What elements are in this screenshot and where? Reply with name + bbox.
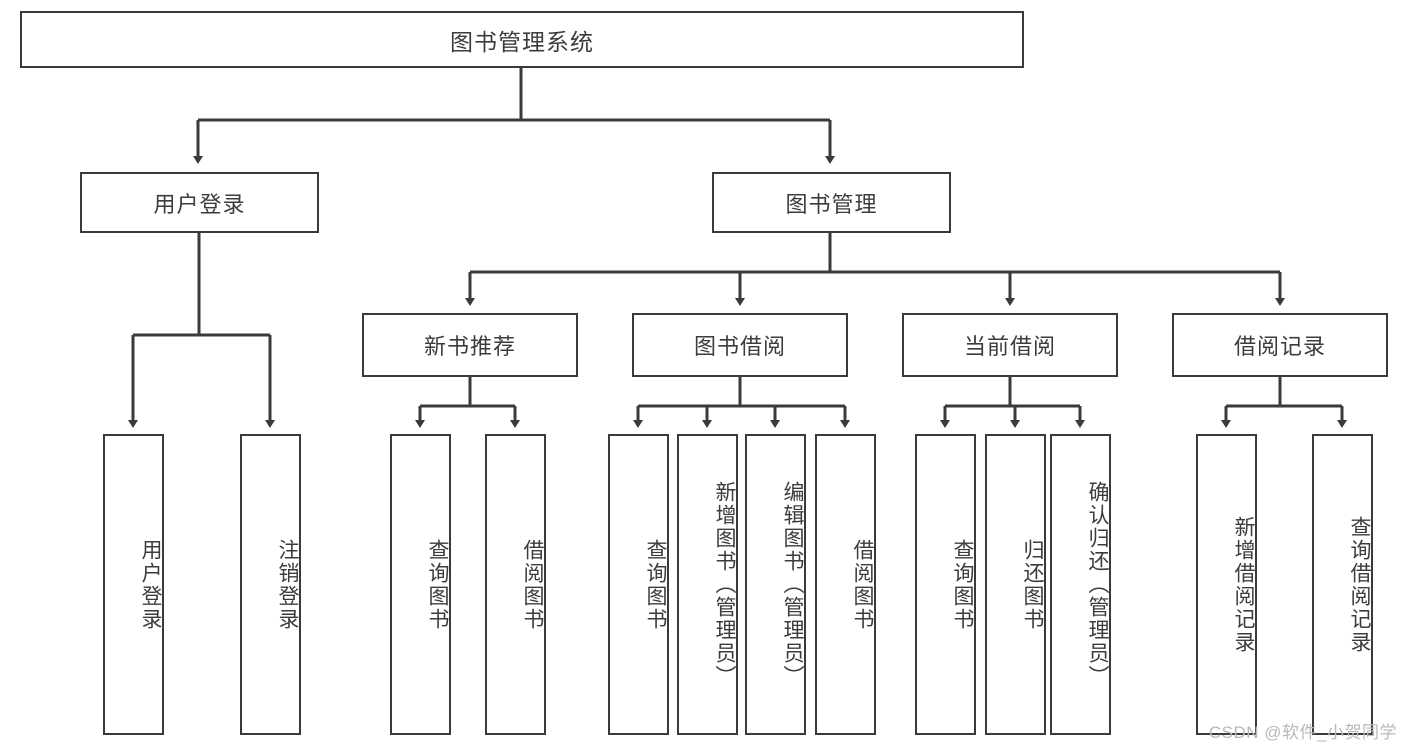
node-group-new-book-recommend-label: 新书推荐: [423, 334, 516, 359]
node-leaf-confirm-return-admin-label: 确认归还（管理员）: [1086, 481, 1109, 688]
node-group-current-borrow[interactable]: 当前借阅: [902, 313, 1118, 377]
node-group-book-borrow-label: 图书借阅: [693, 334, 786, 359]
node-leaf-query-borrow-record[interactable]: 查询借阅记录: [1312, 434, 1373, 735]
node-group-current-borrow-label: 当前借阅: [963, 334, 1056, 359]
node-group-book-borrow[interactable]: 图书借阅: [632, 313, 848, 377]
node-group-borrow-record-label: 借阅记录: [1233, 334, 1326, 359]
node-leaf-borrow-query-book-label: 查询图书: [644, 538, 667, 631]
node-leaf-confirm-return-admin[interactable]: 确认归还（管理员）: [1050, 434, 1111, 735]
node-leaf-return-book[interactable]: 归还图书: [985, 434, 1046, 735]
node-leaf-recommend-query-book[interactable]: 查询图书: [390, 434, 451, 735]
node-user-login-label: 用户登录: [153, 191, 246, 217]
node-leaf-add-borrow-record-label: 新增借阅记录: [1232, 515, 1255, 654]
node-leaf-logout-label: 注销登录: [276, 538, 299, 631]
node-leaf-current-query-book[interactable]: 查询图书: [915, 434, 976, 735]
node-leaf-user-login-label: 用户登录: [139, 538, 162, 631]
node-leaf-add-book-admin[interactable]: 新增图书（管理员）: [677, 434, 738, 735]
node-root[interactable]: 图书管理系统: [20, 11, 1024, 68]
node-leaf-add-borrow-record[interactable]: 新增借阅记录: [1196, 434, 1257, 735]
node-leaf-borrow-book[interactable]: 借阅图书: [815, 434, 876, 735]
node-book-management-label: 图书管理: [785, 191, 878, 217]
node-user-login[interactable]: 用户登录: [80, 172, 319, 233]
watermark: CSDN @软件_小贺同学: [1208, 723, 1397, 742]
node-leaf-query-borrow-record-label: 查询借阅记录: [1348, 515, 1371, 654]
node-leaf-borrow-query-book[interactable]: 查询图书: [608, 434, 669, 735]
node-leaf-recommend-query-book-label: 查询图书: [426, 538, 449, 631]
node-leaf-return-book-label: 归还图书: [1021, 538, 1044, 631]
node-leaf-borrow-book-label: 借阅图书: [851, 538, 874, 631]
node-leaf-logout[interactable]: 注销登录: [240, 434, 301, 735]
node-leaf-current-query-book-label: 查询图书: [951, 538, 974, 631]
node-group-new-book-recommend[interactable]: 新书推荐: [362, 313, 578, 377]
node-group-borrow-record[interactable]: 借阅记录: [1172, 313, 1388, 377]
node-leaf-edit-book-admin-label: 编辑图书（管理员）: [781, 481, 804, 688]
node-book-management[interactable]: 图书管理: [712, 172, 951, 233]
node-leaf-edit-book-admin[interactable]: 编辑图书（管理员）: [745, 434, 806, 735]
node-leaf-recommend-borrow-book-label: 借阅图书: [521, 538, 544, 631]
node-leaf-recommend-borrow-book[interactable]: 借阅图书: [485, 434, 546, 735]
node-root-label: 图书管理系统: [450, 28, 594, 55]
node-leaf-user-login[interactable]: 用户登录: [103, 434, 164, 735]
node-leaf-add-book-admin-label: 新增图书（管理员）: [713, 481, 736, 688]
